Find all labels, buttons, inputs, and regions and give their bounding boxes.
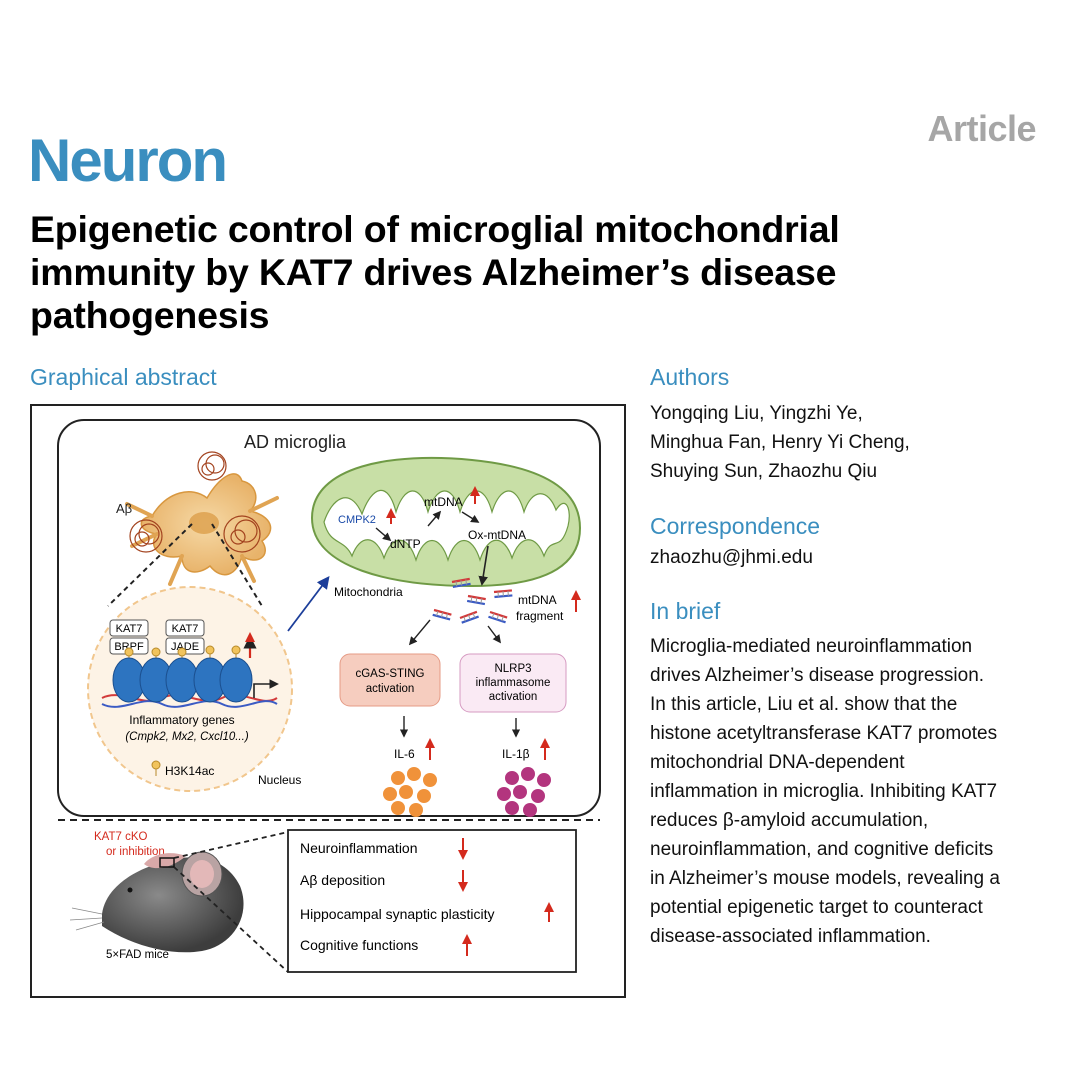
kat7-cko-label: KAT7 cKO [94, 831, 148, 843]
zoom-line [107, 523, 193, 607]
journal-logo[interactable]: Neuron [28, 127, 228, 194]
abeta-label: Aβ [116, 501, 132, 516]
graphical-abstract-svg: AD microglia Aβ KAT7 BRPF KAT7 JAD [57, 419, 601, 973]
in-brief-line: potential epigenetic target to counterac… [650, 897, 983, 918]
in-brief-line: mitochondrial DNA-dependent [650, 752, 905, 773]
author-line[interactable]: Minghua Fan, Henry Yi Cheng, [650, 432, 910, 453]
graphical-abstract-heading: Graphical abstract [30, 364, 217, 390]
title-line: immunity by KAT7 drives Alzheimer’s dise… [30, 251, 837, 293]
authors-list: Yongqing Liu, Yingzhi Ye, Minghua Fan, H… [650, 399, 910, 486]
svg-text:Cognitive functions: Cognitive functions [300, 937, 418, 953]
outcomes-box [287, 829, 577, 973]
svg-text:BRPF: BRPF [114, 641, 144, 653]
svg-text:H3K14ac: H3K14ac [165, 764, 214, 778]
up-arrow-icon [470, 486, 480, 496]
outcome-item: Hippocampal synaptic plasticity [300, 902, 554, 922]
nucleus-label: Nucleus [258, 773, 301, 787]
kat7-jade-complex: KAT7 JADE [165, 619, 205, 655]
svg-text:Neuroinflammation: Neuroinflammation [300, 840, 418, 856]
up-arrow-icon [540, 738, 550, 748]
nucleus-to-mito-arrow [287, 575, 330, 632]
up-arrow-head [245, 632, 255, 642]
down-arrow-icon [458, 850, 468, 860]
svg-text:Aβ deposition: Aβ deposition [300, 872, 385, 888]
amyloid-plaque-icon [129, 451, 261, 553]
nlrp3-label: inflammasome [476, 677, 551, 689]
svg-text:KAT7: KAT7 [172, 623, 199, 635]
cgas-label: cGAS-STING [355, 668, 424, 680]
title-line: Epigenetic control of microglial mitocho… [30, 208, 840, 250]
h3k14ac-legend: H3K14ac [151, 760, 214, 778]
nlrp3-label: NLRP3 [494, 663, 531, 675]
mouse-icon [69, 851, 244, 953]
cmpk2-label: CMPK2 [338, 514, 376, 526]
correspondence-heading: Correspondence [650, 513, 821, 539]
in-brief-line: in Alzheimer’s mouse models, revealing a [650, 868, 1000, 889]
kat7-brpf-complex: KAT7 BRPF [109, 619, 149, 655]
mtdna-fragment-label: mtDNA [518, 593, 557, 607]
mitochondria-icon [310, 456, 582, 588]
article-type-label: Article [927, 108, 1036, 149]
il1b-label: IL-1β [502, 747, 530, 761]
zoom-line [211, 523, 263, 607]
pathway-arrow [408, 619, 431, 646]
cgas-label: activation [366, 683, 415, 695]
panel-title: AD microglia [244, 432, 347, 452]
il1b-cytokines-icon [497, 767, 551, 817]
in-brief-line: In this article, Liu et al. show that th… [650, 694, 958, 715]
mice-label: 5×FAD mice [106, 949, 169, 961]
in-brief-line: neuroinflammation, and cognitive deficit… [650, 839, 994, 860]
mtdna-fragment-label: fragment [516, 609, 564, 623]
mitochondria-label: Mitochondria [334, 585, 403, 599]
kat7-cko-label: or inhibition [106, 846, 165, 858]
in-brief-line: reduces β-amyloid accumulation, [650, 810, 929, 831]
zoom-line [173, 831, 289, 859]
in-brief-line: drives Alzheimer’s disease progression. [650, 665, 985, 686]
in-brief-text: Microglia-mediated neuroinflammation dri… [650, 632, 1000, 951]
graphical-abstract-figure[interactable]: AD microglia Aβ KAT7 BRPF KAT7 JAD [30, 404, 626, 998]
cgas-sting-box [339, 653, 441, 707]
pathway-arrow [461, 511, 480, 523]
outcome-item: Neuroinflammation [300, 838, 468, 860]
zoom-line [173, 866, 289, 973]
mtdna-fragments-icon [432, 577, 513, 624]
up-arrow-icon [386, 508, 396, 518]
il6-label: IL-6 [394, 747, 415, 761]
pathway-arrow [375, 527, 392, 542]
mtdna-label: mtDNA [424, 495, 463, 509]
dntp-label: dNTP [390, 537, 421, 551]
pathway-arrow [487, 625, 502, 644]
up-arrow-icon [544, 902, 554, 912]
in-brief-line: inflammation in microglia. Inhibiting KA… [650, 781, 998, 802]
svg-text:KAT7: KAT7 [116, 623, 143, 635]
ox-mtdna-label: Ox-mtDNA [468, 528, 526, 542]
pathway-arrow [427, 510, 442, 527]
authors-heading: Authors [650, 364, 730, 390]
outcome-item: Cognitive functions [300, 934, 472, 956]
title-line: pathogenesis [30, 294, 270, 336]
correspondence-email[interactable]: zhaozhu@jhmi.edu [650, 547, 813, 568]
author-line[interactable]: Yongqing Liu, Yingzhi Ye, [650, 403, 863, 424]
outcome-item: Aβ deposition [300, 870, 468, 892]
up-arrow-icon [462, 934, 472, 944]
up-arrow-icon [425, 738, 435, 748]
microglia-cell-icon [125, 473, 279, 586]
inflammatory-genes-label: Inflammatory genes [129, 713, 234, 727]
in-brief-line: Microglia-mediated neuroinflammation [650, 636, 973, 657]
author-line[interactable]: Shuying Sun, Zhaozhu Qiu [650, 461, 878, 482]
up-arrow-icon [571, 590, 581, 600]
nlrp3-box [459, 653, 567, 713]
in-brief-line: histone acetyltransferase KAT7 promotes [650, 723, 998, 744]
svg-text:JADE: JADE [171, 641, 199, 653]
nucleosome-array [101, 657, 279, 708]
in-brief-heading: In brief [650, 598, 721, 624]
nlrp3-label: activation [489, 691, 538, 703]
il6-cytokines-icon [383, 767, 437, 817]
down-arrow-icon [458, 882, 468, 892]
gene-list-label: (Cmpk2, Mx2, Cxcl10...) [125, 731, 248, 743]
mtdna-release-arrow [478, 545, 489, 586]
in-brief-line: disease-associated inflammation. [650, 926, 931, 947]
article-title: Epigenetic control of microglial mitocho… [30, 208, 1030, 337]
svg-text:Hippocampal synaptic plasticit: Hippocampal synaptic plasticity [300, 906, 495, 922]
